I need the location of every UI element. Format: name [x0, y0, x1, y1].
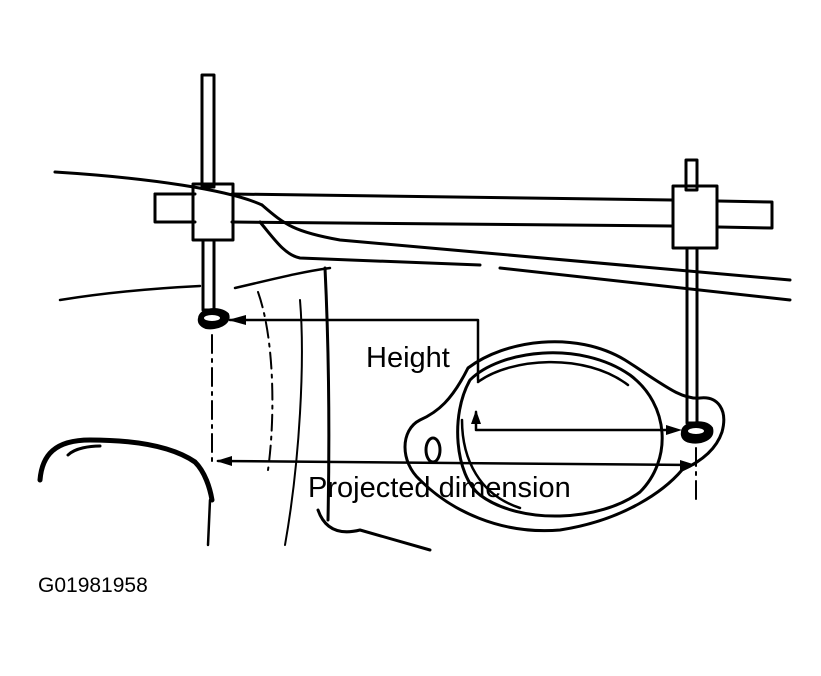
figure-code: G01981958: [38, 574, 148, 597]
height-dimension: [228, 315, 682, 435]
tram-gauge-bar: [153, 192, 774, 230]
right-pointer: [671, 158, 719, 444]
projected-dimension-label: Projected dimension: [308, 472, 571, 504]
flange-outline: [403, 340, 726, 533]
height-label: Height: [366, 342, 450, 374]
left-pointer: [191, 73, 235, 330]
body-panel: [37, 170, 792, 552]
projected-dimension: [211, 334, 697, 501]
